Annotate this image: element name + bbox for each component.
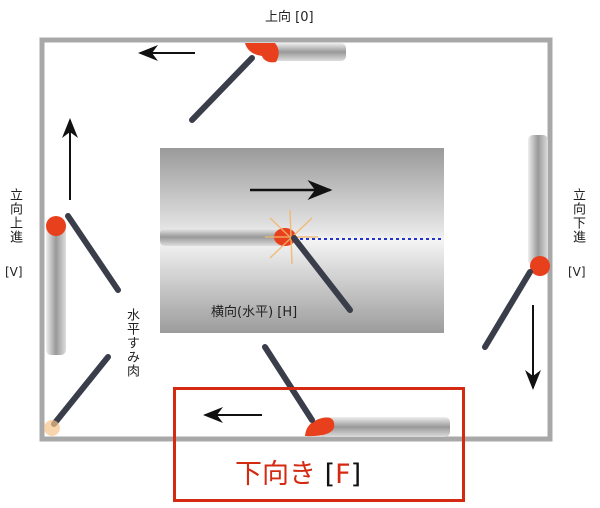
overhead-electrode — [189, 55, 255, 123]
flat-electrode — [262, 344, 315, 423]
flat-label: 下向き [F] — [235, 452, 361, 491]
flat-highlight-box — [173, 387, 465, 502]
overhead-molten-pool — [245, 43, 279, 63]
overhead-bead — [262, 43, 346, 61]
vertical-up-code: [V] — [5, 265, 23, 279]
work-frame — [39, 37, 553, 442]
vertical-down-code: [V] — [568, 265, 586, 279]
vertical-up-molten-pool — [46, 216, 66, 236]
flat-code-open: [ — [324, 459, 336, 490]
vertical-down-electrode — [482, 269, 533, 350]
horizontal-fillet-label: 水平すみ肉 — [124, 308, 139, 378]
vertical-up-label: 立向上進 — [7, 188, 22, 244]
flat-label-text: 下向き — [235, 459, 316, 490]
vertical-down-molten-pool — [530, 256, 550, 276]
flat-code-letter: F — [335, 459, 351, 490]
horizontal-label: 横向(水平) [H] — [211, 305, 298, 320]
fillet-electrode — [51, 354, 111, 427]
horizontal-bead — [160, 228, 285, 246]
vertical-down-bead — [528, 135, 548, 265]
vertical-down-label: 立向下進 — [570, 188, 585, 244]
flat-molten-pool — [305, 417, 335, 437]
fillet-arc-glow — [44, 420, 60, 436]
overhead-label: 上向 [0] — [265, 10, 314, 25]
vertical-up-electrode — [65, 213, 121, 293]
flat-bead — [320, 417, 450, 437]
vertical-up-bead — [46, 225, 66, 355]
horizontal-electrode — [291, 235, 353, 313]
flat-code-close: ] — [350, 459, 362, 490]
